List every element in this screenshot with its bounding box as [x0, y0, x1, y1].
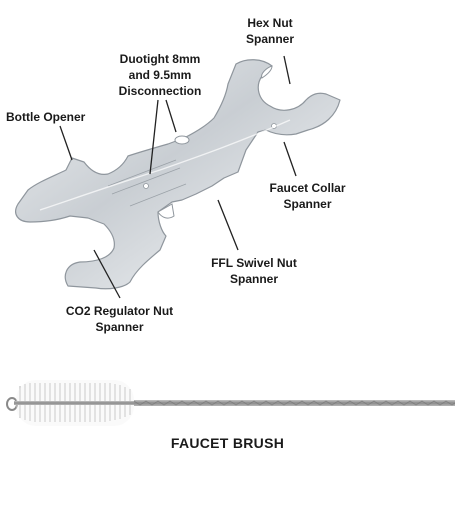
callout-hex-nut-spanner: Hex Nut Spanner [245, 16, 294, 46]
faucet-brush-caption: FAUCET BRUSH [170, 435, 285, 451]
callout-duotight-disconnection: Duotight 8mm and 9.5mm Disconnection [118, 52, 202, 98]
duotight-slot [174, 135, 190, 145]
leader-ffl [217, 199, 239, 251]
callout-co2-regulator-nut-spanner: CO2 Regulator Nut Spanner [65, 304, 174, 334]
leader-lines [59, 55, 297, 299]
faucet-brush-icon [6, 380, 455, 426]
callout-faucet-collar-spanner: Faucet Collar Spanner [269, 181, 346, 211]
leader-co2 [93, 249, 121, 299]
wrench-body [15, 59, 341, 290]
leader-duotight-1 [149, 99, 159, 175]
leader-collar [283, 141, 297, 177]
leader-hex-nut [283, 55, 291, 85]
leader-bottle [59, 125, 73, 161]
leader-duotight-2 [165, 99, 177, 133]
callout-bottle-opener: Bottle Opener [6, 110, 86, 124]
callout-ffl-swivel-nut-spanner: FFL Swivel Nut Spanner [211, 256, 297, 286]
brush-wire-handle [134, 400, 455, 406]
